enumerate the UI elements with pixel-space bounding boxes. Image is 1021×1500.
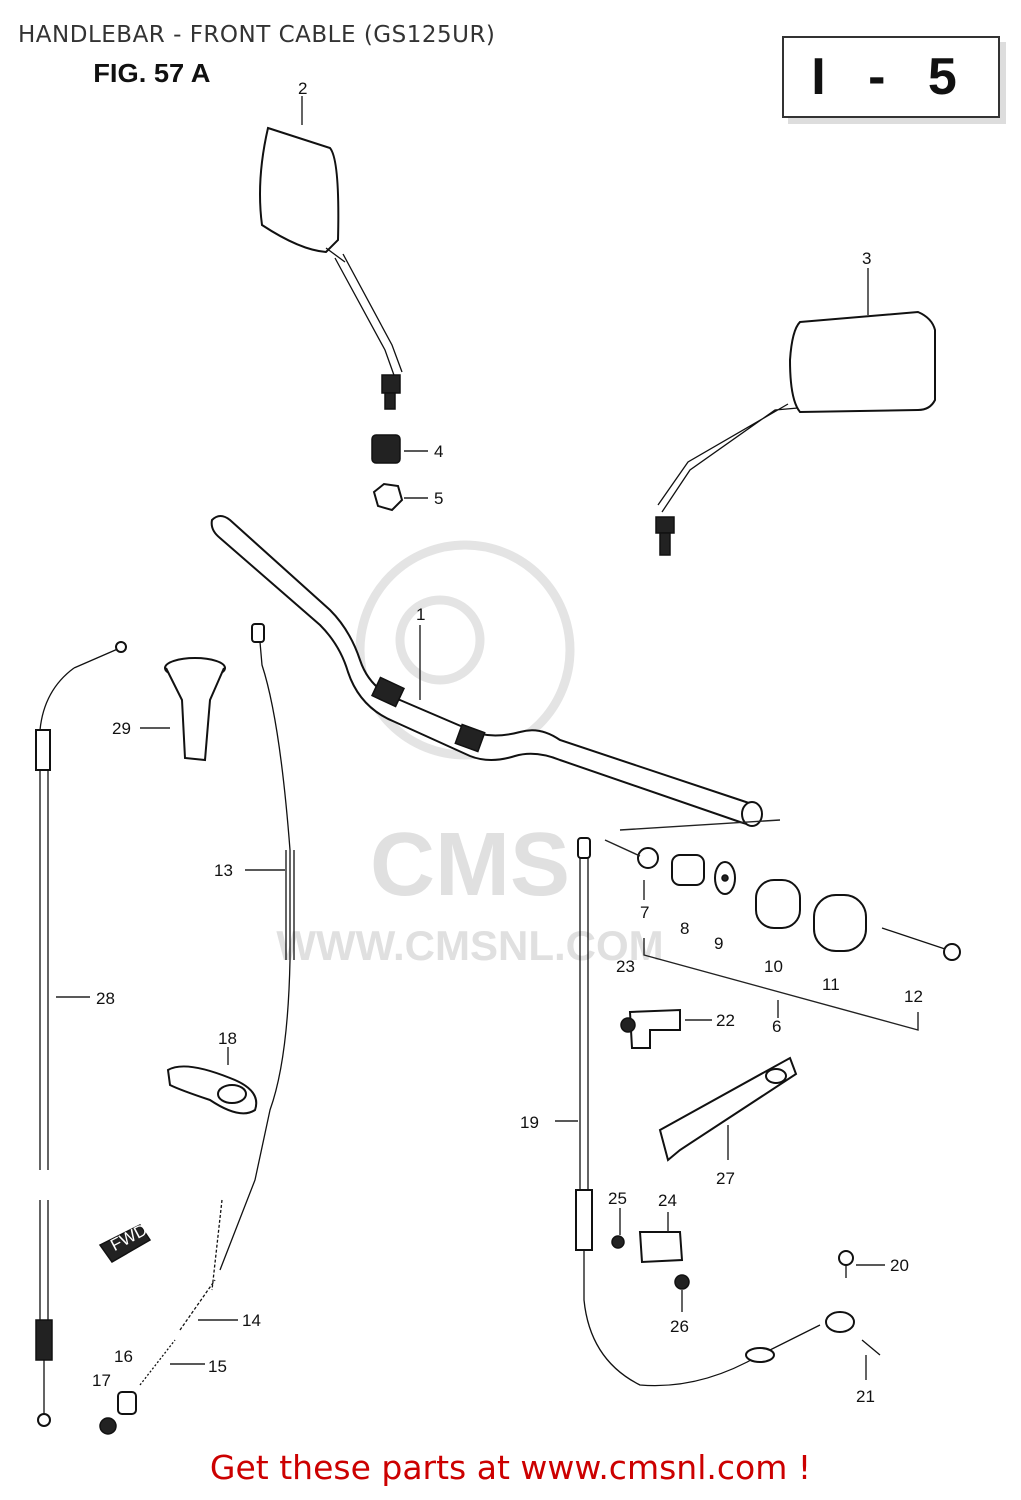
figure-label: FIG. 57 A bbox=[93, 58, 211, 88]
part-number-28: 28 bbox=[96, 989, 115, 1008]
part-10-weight[interactable] bbox=[755, 879, 801, 929]
part-number-12: 12 bbox=[904, 987, 923, 1006]
part-number-18: 18 bbox=[218, 1029, 237, 1048]
part-number-3: 3 bbox=[862, 249, 871, 268]
page-reference-badge: I - 5 bbox=[782, 36, 1000, 118]
part-22-clamp[interactable] bbox=[628, 1008, 681, 1049]
part-3-right-mirror[interactable] bbox=[655, 310, 936, 556]
part-number-5: 5 bbox=[434, 489, 443, 508]
part-15-spring[interactable] bbox=[139, 1339, 176, 1386]
part-number-25: 25 bbox=[608, 1189, 627, 1208]
part-26-nut[interactable] bbox=[674, 1274, 690, 1290]
part-number-2: 2 bbox=[298, 79, 307, 98]
part-number-11: 11 bbox=[822, 975, 840, 994]
part-number-9: 9 bbox=[714, 934, 723, 953]
part-18-guide[interactable] bbox=[166, 1065, 258, 1115]
part-20-bolt[interactable] bbox=[838, 1250, 854, 1278]
part-12-bolt[interactable] bbox=[881, 927, 961, 961]
part-number-10: 10 bbox=[764, 957, 783, 976]
part-1-handlebar[interactable] bbox=[210, 515, 763, 827]
part-29-throttle-grip[interactable] bbox=[164, 657, 226, 762]
part-number-14: 14 bbox=[242, 1311, 261, 1330]
part-16-bush[interactable] bbox=[117, 1391, 137, 1415]
part-number-24: 24 bbox=[658, 1191, 677, 1210]
part-number-4: 4 bbox=[434, 442, 443, 461]
part-number-21: 21 bbox=[856, 1387, 875, 1406]
part-9-washer[interactable] bbox=[714, 861, 736, 895]
part-21-pin[interactable] bbox=[861, 1339, 881, 1356]
part-13-cable[interactable] bbox=[211, 623, 295, 1291]
part-11-weight[interactable] bbox=[813, 894, 867, 952]
part-number-1: 1 bbox=[416, 605, 425, 624]
part-25-screw[interactable] bbox=[611, 1235, 625, 1249]
part-27-bracket[interactable] bbox=[658, 1056, 798, 1162]
part-number-22: 22 bbox=[716, 1011, 735, 1030]
part-number-27: 27 bbox=[716, 1169, 735, 1188]
diagram-title: HANDLEBAR - FRONT CABLE (GS125UR) bbox=[18, 22, 496, 48]
part-number-29: 29 bbox=[112, 719, 131, 738]
fwd-arrow: FWD bbox=[98, 1220, 152, 1263]
page-reference-text: I - 5 bbox=[811, 48, 971, 106]
part-5-nut[interactable] bbox=[372, 482, 404, 512]
part-2-left-mirror[interactable] bbox=[259, 126, 403, 410]
part-number-8: 8 bbox=[680, 919, 689, 938]
part-number-23: 23 bbox=[616, 957, 635, 976]
part-number-7: 7 bbox=[640, 903, 649, 922]
part-number-17: 17 bbox=[92, 1371, 111, 1390]
part-19-clutch-cable[interactable] bbox=[575, 837, 855, 1387]
watermark-url: WWW.CMSNL.COM bbox=[276, 922, 663, 969]
part-8-spacer[interactable] bbox=[671, 854, 705, 886]
part-number-labels: 2 3 4 5 1 29 13 28 18 19 7 8 9 10 11 12 … bbox=[92, 79, 923, 1406]
part-number-13: 13 bbox=[214, 861, 233, 880]
part-number-19: 19 bbox=[520, 1113, 539, 1132]
part-24-clamp[interactable] bbox=[638, 1231, 684, 1264]
part-14-spring[interactable] bbox=[179, 1279, 216, 1331]
part-28-throttle-cable[interactable] bbox=[35, 641, 127, 1427]
part-23-screw[interactable] bbox=[620, 1017, 636, 1033]
part-number-26: 26 bbox=[670, 1317, 689, 1336]
part-17-nut[interactable] bbox=[99, 1417, 117, 1435]
part-number-16: 16 bbox=[114, 1347, 133, 1366]
part-4-adapter[interactable] bbox=[371, 434, 401, 464]
footer-cta-link[interactable]: Get these parts at www.cmsnl.com ! bbox=[209, 1448, 812, 1487]
part-number-15: 15 bbox=[208, 1357, 227, 1376]
part-callouts bbox=[56, 96, 919, 1380]
part-number-6: 6 bbox=[772, 1017, 781, 1036]
watermark-brand: CMS bbox=[370, 815, 570, 915]
watermark: CMS WWW.CMSNL.COM bbox=[276, 540, 664, 969]
part-7-collar[interactable] bbox=[637, 847, 659, 869]
part-number-20: 20 bbox=[890, 1256, 909, 1275]
